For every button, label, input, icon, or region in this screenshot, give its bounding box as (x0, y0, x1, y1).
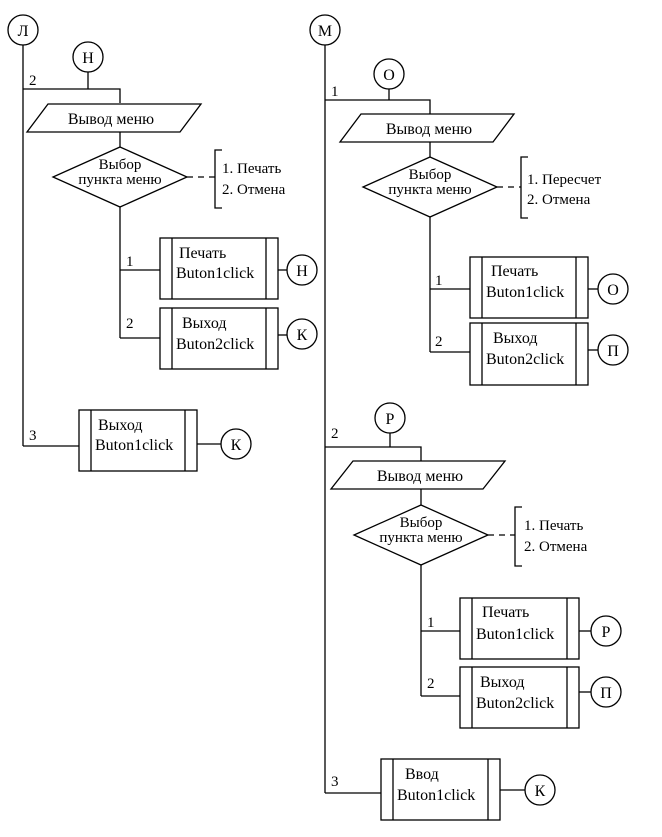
left-print-title: Печать (179, 245, 226, 262)
right-mid-print-procedure (459, 597, 580, 660)
connector-n-exit (286, 254, 318, 286)
right-branch-1-label: 1 (331, 84, 339, 100)
right-top-option-1: 1. Пересчет (527, 172, 602, 188)
connector-l-top-label: Л (18, 23, 29, 40)
right-mid-sub-1-label: 1 (427, 615, 435, 631)
right-top-print-handler: Buton1click (486, 284, 564, 301)
left-sub-1-label: 1 (126, 254, 134, 270)
right-top-print-title: Печать (491, 263, 538, 280)
connector-o-exit (597, 273, 629, 305)
connector-r-exit (590, 615, 622, 647)
right-column: М 1 О Вывод меню Выбор пункта меню 1. Пе… (309, 14, 629, 821)
right-branch-1-line (325, 99, 431, 114)
right-mid-menu-output-label: Вывод меню (377, 468, 463, 485)
right-mid-option-1: 1. Печать (524, 518, 583, 534)
right-mid-exit-handler: Buton2click (476, 695, 554, 712)
connector-o-exit-label: О (607, 282, 619, 299)
connector-p-exit-2-label: П (600, 685, 612, 702)
right-top-menu-output-shape (338, 113, 516, 143)
left-decision-line2: пункта меню (78, 172, 161, 188)
right-top-exit-procedure (469, 322, 589, 386)
left-exit3-handler: Buton1click (95, 437, 173, 454)
left-menu-output-shape (25, 103, 203, 133)
right-input-procedure (380, 758, 501, 821)
right-top-decision-line1: Выбор (409, 167, 452, 183)
left-sub-2-label: 2 (126, 316, 134, 332)
right-branch-2-line (325, 446, 422, 461)
left-option-1: 1. Печать (222, 161, 281, 177)
left-exit-title: Выход (182, 315, 227, 332)
connector-m-top-label: М (318, 23, 332, 40)
connector-k-exit-1 (286, 318, 318, 350)
right-mid-print-title: Печать (482, 604, 529, 621)
connector-k-exit-3-label: К (535, 783, 546, 800)
left-options-bracket (214, 149, 222, 209)
left-branch-2-label: 2 (29, 73, 37, 89)
connector-o-entry-label: О (383, 67, 395, 84)
right-mid-exit-title: Выход (480, 674, 525, 691)
right-top-menu-output-label: Вывод меню (386, 121, 472, 138)
connector-k-exit-1-label: К (297, 327, 308, 344)
right-mid-menu-output-shape (329, 460, 507, 490)
connector-k-exit-3 (524, 774, 556, 806)
connector-r-exit-label: Р (602, 624, 611, 641)
right-mid-exit-procedure (459, 666, 580, 729)
connector-k-exit-2-label: К (231, 437, 242, 454)
right-branch-2-label: 2 (331, 426, 339, 442)
right-top-sub-2-label: 2 (435, 334, 443, 350)
right-input-handler: Buton1click (397, 787, 475, 804)
left-exit3-title: Выход (98, 417, 143, 434)
right-top-option-2: 2. Отмена (527, 192, 591, 208)
right-input-title: Ввод (405, 766, 439, 783)
connector-k-exit-2 (220, 428, 252, 460)
left-exit-handler: Buton2click (176, 336, 254, 353)
right-mid-option-2: 2. Отмена (524, 539, 588, 555)
left-print-procedure (159, 237, 279, 300)
left-exit3-procedure (78, 409, 198, 472)
left-print-handler: Buton1click (176, 265, 254, 282)
right-top-print-procedure (469, 256, 589, 319)
right-mid-print-handler: Buton1click (476, 626, 554, 643)
left-column: Л 2 Н Вывод меню Выбор пункта меню 1. Пе… (7, 14, 318, 472)
connector-r-entry (374, 402, 406, 434)
left-decision-line1: Выбор (99, 157, 142, 173)
right-top-exit-title: Выход (493, 330, 538, 347)
left-option-2: 2. Отмена (222, 182, 286, 198)
connector-o-entry (373, 58, 405, 90)
connector-p-exit-1 (597, 334, 629, 366)
right-top-exit-handler: Buton2click (486, 351, 564, 368)
right-top-decision-line2: пункта меню (388, 182, 471, 198)
right-mid-sub-2-label: 2 (427, 676, 435, 692)
left-branch-3-label: 3 (29, 428, 37, 444)
connector-r-entry-label: Р (386, 411, 395, 428)
right-mid-options-bracket (514, 506, 522, 567)
left-menu-output-label: Вывод меню (68, 111, 154, 128)
connector-n-exit-label: Н (296, 263, 308, 280)
connector-n-entry (72, 41, 104, 73)
left-exit-procedure (159, 307, 279, 370)
connector-n-entry-label: Н (82, 50, 94, 67)
right-mid-decision-line1: Выбор (400, 515, 443, 531)
connector-p-exit-1-label: П (607, 343, 619, 360)
right-top-sub-1-label: 1 (435, 273, 443, 289)
left-branch-2-line (23, 88, 121, 103)
right-top-options-bracket (520, 156, 528, 219)
right-mid-decision-line2: пункта меню (379, 530, 462, 546)
right-branch-3-label: 3 (331, 774, 339, 790)
connector-p-exit-2 (590, 676, 622, 708)
